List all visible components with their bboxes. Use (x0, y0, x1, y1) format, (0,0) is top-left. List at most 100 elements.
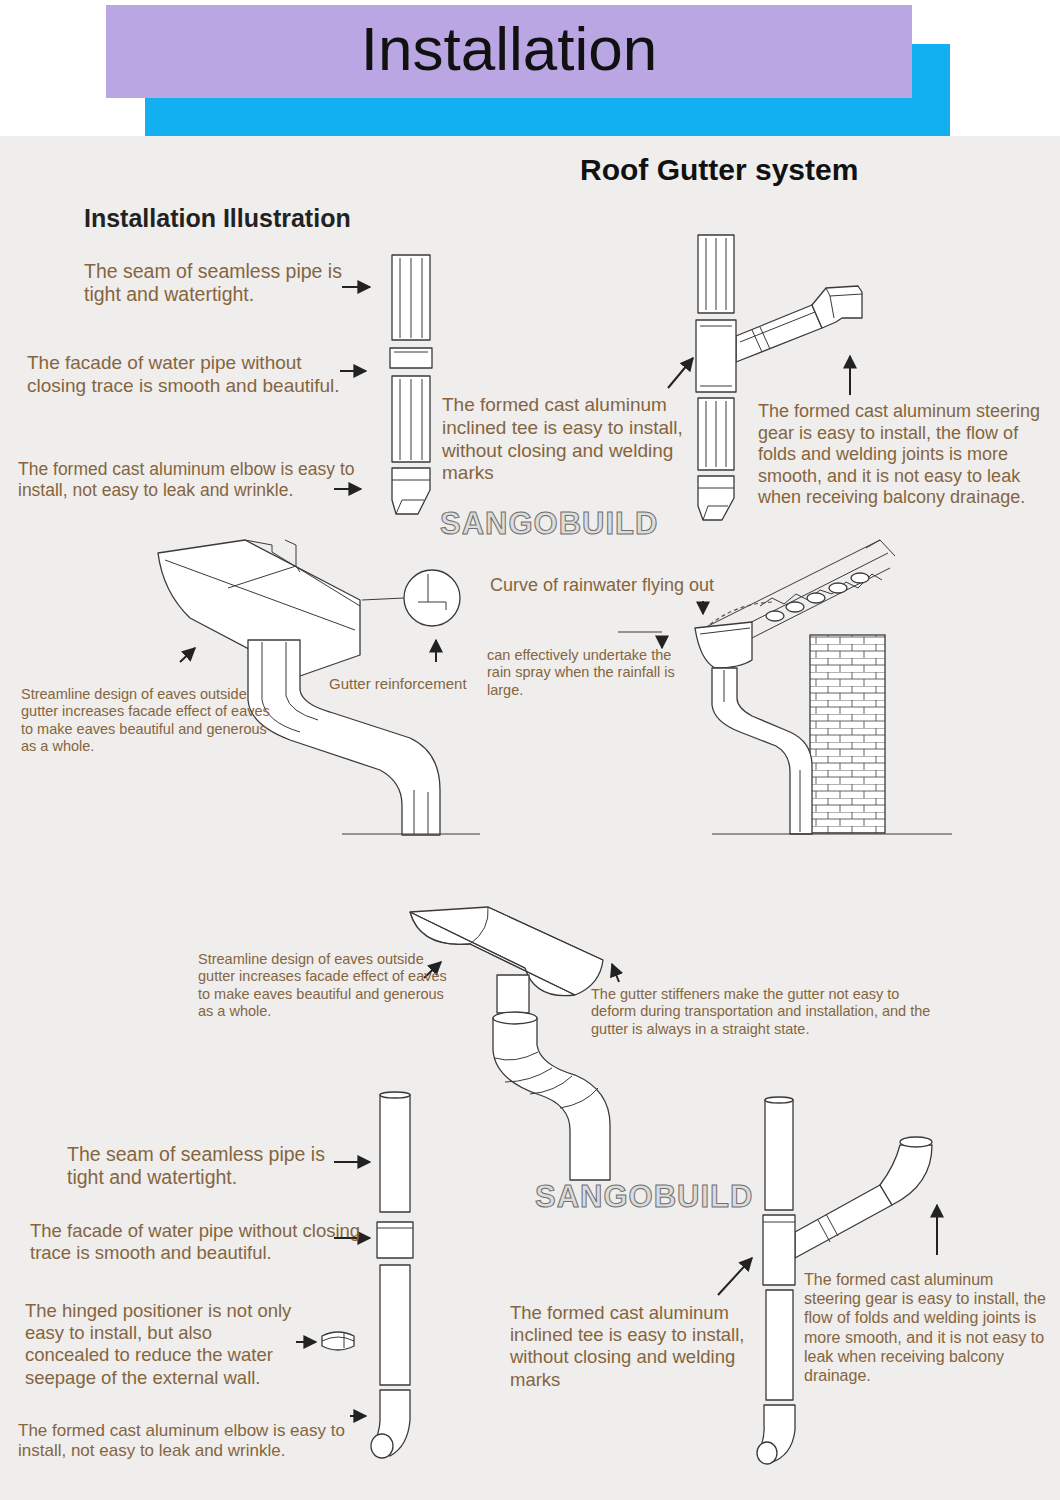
elbow-edge (826, 288, 862, 318)
brick-wall (810, 635, 885, 833)
section-heading: Roof Gutter system (580, 152, 858, 188)
callout-arrow (180, 648, 195, 662)
pipe-elbow (392, 468, 430, 514)
pipe-segment (380, 1095, 410, 1212)
pipe-ridges (706, 238, 726, 310)
callout-text: Curve of rainwater flying out (490, 575, 714, 597)
elbow-mouth (900, 1137, 932, 1147)
callout-text: The seam of seamless pipe is tight and w… (84, 260, 352, 307)
half-round-gutter (410, 907, 610, 1180)
downpipe-ridges (262, 642, 428, 834)
rain-curve (708, 602, 772, 626)
callout-text: The facade of water pipe without closing… (27, 352, 359, 398)
square-downpipe (390, 255, 432, 514)
spray-leader (618, 632, 662, 633)
pipe-ridges (400, 379, 422, 460)
callout-text: The formed cast aluminum elbow is easy t… (18, 1421, 358, 1462)
ground-line (342, 834, 480, 835)
elbow-edge (698, 488, 734, 520)
callout-arrow (435, 640, 437, 662)
tee-body (763, 1215, 795, 1285)
callout-arrow (661, 636, 663, 648)
bend-bands (495, 1052, 598, 1108)
callout-arrow (334, 1161, 370, 1163)
detail-leader (362, 598, 404, 600)
callout-arrow (340, 370, 366, 372)
downpipe (712, 668, 812, 834)
callout-arrow (342, 286, 370, 288)
callout-text: Streamline design of eaves outside gutte… (198, 951, 453, 1021)
eaves-gutter (695, 622, 752, 668)
branch-elbow (880, 1145, 932, 1205)
branch-pipe (736, 305, 822, 362)
coupler-edge (394, 352, 428, 353)
tee-edge (700, 326, 732, 386)
outlet (497, 975, 529, 1013)
roof-stone (786, 602, 804, 612)
callout-text: The gutter stiffeners make the gutter no… (591, 986, 936, 1038)
callout-arrow (350, 1415, 366, 1417)
pipe-segment (392, 376, 430, 462)
roof-stone (829, 583, 847, 593)
pipe-segment (698, 235, 734, 313)
title-banner (106, 5, 912, 98)
pipe-segment (380, 1265, 410, 1385)
pipe-top (765, 1097, 793, 1103)
branch-elbow (812, 286, 862, 328)
elbow-edge (392, 480, 430, 514)
panel-ground (0, 136, 1060, 1500)
branch-bands (818, 1214, 838, 1242)
gutter-bracket (228, 540, 300, 588)
pipe-segment (766, 1290, 793, 1400)
callout-arrow (718, 1258, 752, 1295)
tee-edge (763, 1222, 795, 1223)
gutter-lip (700, 628, 750, 634)
callout-text: The seam of seamless pipe is tight and w… (67, 1143, 333, 1190)
round-downpipe (493, 1018, 610, 1180)
callout-arrow (668, 358, 693, 388)
callout-text: can effectively undertake the rain spray… (487, 647, 683, 699)
coupler-edge (377, 1228, 413, 1229)
pipe-elbow (698, 476, 734, 520)
branch-bands (740, 312, 815, 352)
page-title: Installation (106, 5, 912, 91)
elbow-mouth (371, 1434, 393, 1458)
round-downpipe-column (322, 1092, 413, 1458)
watermark: SANGOBUILD (535, 1178, 753, 1215)
callout-arrow (702, 601, 704, 614)
top-ground (0, 0, 1060, 136)
roof-tiles (760, 574, 882, 606)
tee-body (696, 320, 736, 392)
positioner-edge (322, 1332, 354, 1348)
callout-text: The hinged positioner is not only easy t… (25, 1300, 293, 1389)
callout-arrow (612, 964, 619, 982)
pipe-segment (698, 398, 734, 470)
roof-stone (807, 593, 825, 603)
downpipe-ridges (724, 670, 800, 832)
callout-text: The formed cast aluminum steering gear i… (804, 1270, 1054, 1385)
callout-text: The formed cast aluminum steering gear i… (758, 401, 1054, 509)
callout-text: The formed cast aluminum elbow is easy t… (18, 459, 358, 501)
callout-text: The formed cast aluminum inclined tee is… (510, 1302, 755, 1391)
pipe-ridges (400, 258, 422, 338)
pipe-segment (392, 255, 430, 340)
pipe-coupler (390, 348, 432, 368)
ground-line (712, 834, 952, 835)
callout-arrow (936, 1205, 938, 1255)
pipe-segment (765, 1100, 793, 1210)
callout-arrow (296, 1341, 316, 1343)
downpipe (248, 640, 440, 835)
callout-text: The facade of water pipe without closing… (30, 1220, 362, 1264)
hinged-positioner (322, 1332, 354, 1350)
roof-stone (766, 611, 784, 621)
branch-pipe (795, 1185, 892, 1258)
roof-stone (851, 573, 869, 583)
detail-reinforcement (418, 574, 446, 610)
callout-text: Gutter reinforcement (329, 675, 467, 693)
watermark: SANGOBUILD (440, 505, 658, 542)
detail-magnifier (404, 570, 460, 626)
callout-arrow (334, 488, 361, 490)
callout-text: The formed cast aluminum inclined tee is… (442, 394, 692, 485)
callout-arrow (849, 356, 851, 395)
